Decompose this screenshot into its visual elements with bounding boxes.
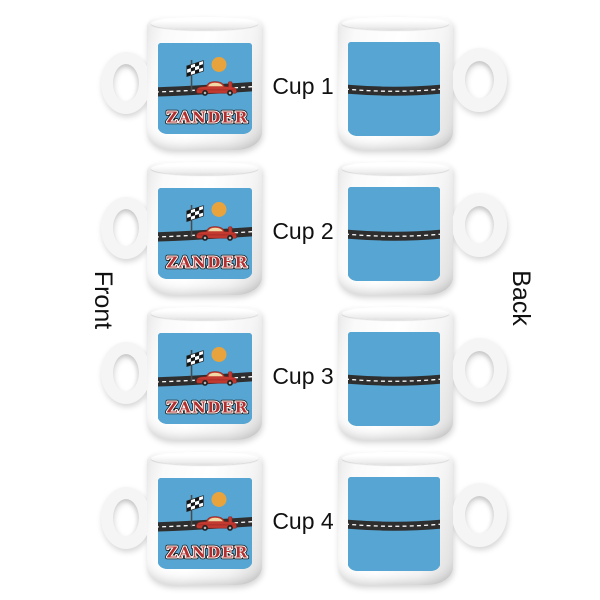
mug-handle (452, 483, 507, 547)
front-mug (0, 452, 600, 585)
cup-label: Cup 2 (272, 218, 334, 244)
cup-label: Cup 4 (272, 508, 334, 534)
cup-label: Cup 1 (272, 73, 334, 99)
front-design-panel (158, 333, 252, 424)
back-mug (0, 17, 600, 150)
mug-handle (452, 48, 507, 112)
front-design-panel (158, 188, 252, 279)
mug-body (338, 307, 453, 440)
mug-body (147, 452, 262, 585)
mug-body (147, 162, 262, 295)
mug-body (338, 17, 453, 150)
cup-row-4: Cup 4 (0, 452, 600, 585)
back-mug (0, 307, 600, 440)
mug-rim (342, 162, 449, 175)
mug-rim (151, 452, 258, 465)
back-mug (0, 452, 600, 585)
mug-rim (151, 162, 258, 175)
mug-rim (151, 17, 258, 30)
mug-body (147, 17, 262, 150)
mug-body (147, 307, 262, 440)
mug-rim (342, 307, 449, 320)
cup-row-2: Cup 2 (0, 162, 600, 295)
mug-rim (151, 307, 258, 320)
back-design-panel (348, 42, 440, 136)
cup-row-3: Cup 3 (0, 307, 600, 440)
front-mug (0, 162, 600, 295)
mug-rim (342, 452, 449, 465)
cup-row-1: Cup 1 (0, 17, 600, 150)
mug-rim (342, 17, 449, 30)
back-design-panel (348, 477, 440, 571)
cup-label: Cup 3 (272, 363, 334, 389)
back-design-panel (348, 332, 440, 426)
front-mug (0, 17, 600, 150)
mug-body (338, 162, 453, 295)
back-design-panel (348, 187, 440, 281)
front-design-panel (158, 43, 252, 134)
front-mug (0, 307, 600, 440)
front-design-panel (158, 478, 252, 569)
mug-handle (452, 338, 507, 402)
mug-body (338, 452, 453, 585)
mug-handle (452, 193, 507, 257)
back-mug (0, 162, 600, 295)
